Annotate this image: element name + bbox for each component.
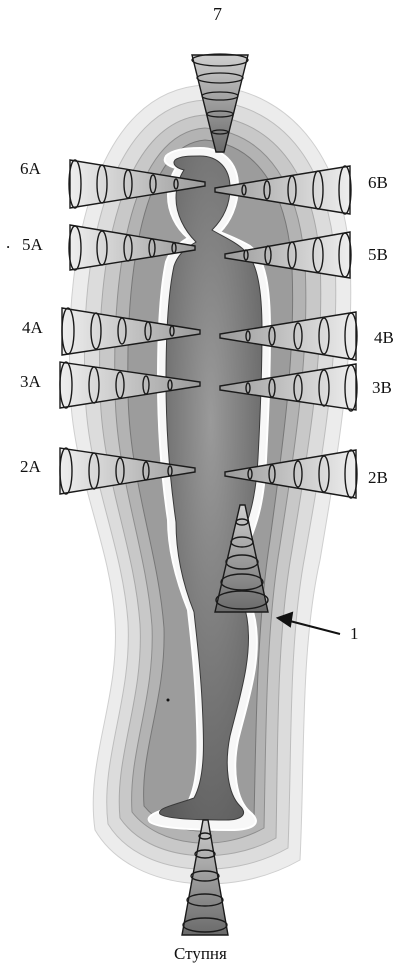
label-5b: 5B [368, 246, 388, 264]
label-3b: 3B [372, 379, 392, 397]
label-2a: 2A [20, 458, 41, 476]
label-3a: 3A [20, 373, 41, 391]
label-2b: 2B [368, 469, 388, 487]
stray-mark: . [6, 234, 10, 252]
label-1: 1 [350, 625, 359, 643]
label-foot: Ступня [174, 945, 227, 963]
label-6a: 6A [20, 160, 41, 178]
label-4b: 4B [374, 329, 394, 347]
label-7: 7 [213, 5, 222, 23]
label-6b: 6B [368, 174, 388, 192]
stray-dot-mark [167, 699, 170, 702]
label-5a: 5A [22, 236, 43, 254]
label-4a: 4A [22, 319, 43, 337]
